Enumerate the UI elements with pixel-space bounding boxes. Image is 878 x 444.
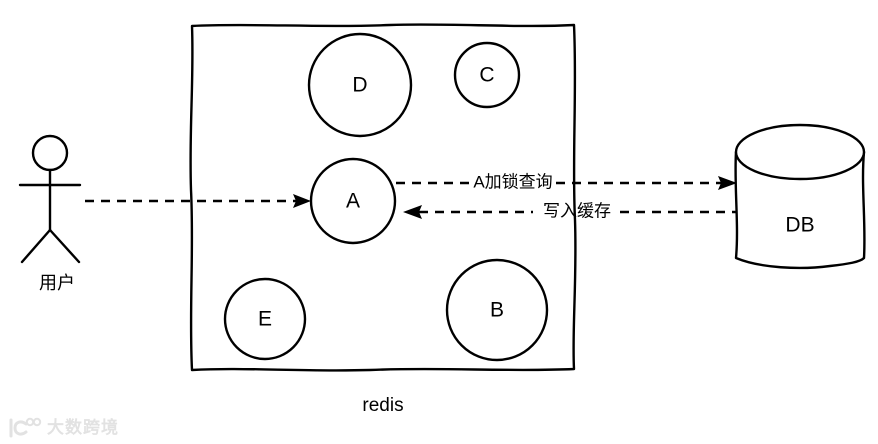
redis-label: redis — [362, 395, 403, 416]
node-b: B — [445, 258, 549, 362]
database-label: DB — [785, 214, 814, 237]
node-e: E — [223, 277, 307, 361]
redis-container: redis — [189, 23, 577, 416]
node-b-label: B — [490, 299, 504, 322]
edge-db-to-a-label: 写入缓存 — [543, 201, 611, 220]
node-d-label: D — [352, 74, 367, 97]
node-a-label: A — [346, 190, 360, 213]
edge-user-to-a — [85, 194, 311, 208]
edge-a-to-db-label: A加锁查询 — [473, 172, 552, 191]
database-db: DB — [734, 123, 866, 270]
cylinder-icon — [734, 123, 866, 270]
node-c-label: C — [479, 64, 494, 87]
node-e-label: E — [258, 308, 272, 331]
edge-a-to-db: A加锁查询 — [396, 172, 737, 191]
node-c: C — [453, 41, 521, 109]
node-d: D — [307, 32, 413, 138]
edge-db-to-a: 写入缓存 — [403, 201, 737, 220]
actor-user: 用户 — [18, 134, 82, 293]
stick-figure-icon — [18, 134, 82, 264]
node-a: A — [309, 157, 397, 245]
actor-label: 用户 — [39, 273, 75, 293]
